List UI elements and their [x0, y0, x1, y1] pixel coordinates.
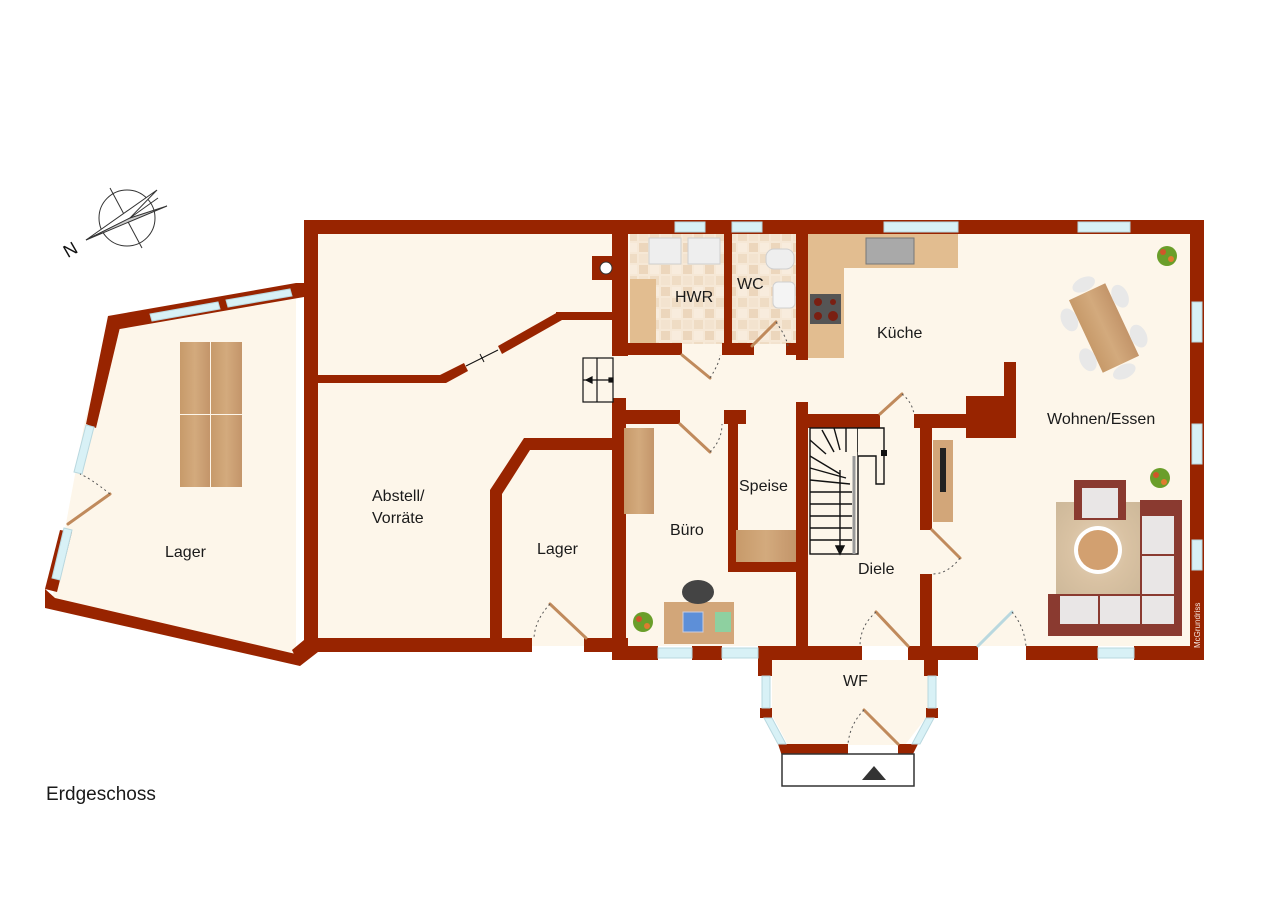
window [883, 221, 959, 233]
window [731, 221, 763, 233]
window [657, 647, 693, 659]
room-label-wf: WF [843, 673, 868, 690]
floor-wf [772, 660, 928, 745]
window [51, 527, 73, 581]
window [1191, 423, 1203, 465]
table [180, 415, 210, 487]
sink [865, 237, 915, 265]
room-label-abstell-line2: Vorräte [372, 510, 424, 527]
floor-title: Erdgeschoss [46, 784, 156, 805]
window [763, 717, 787, 745]
notepad [715, 612, 731, 632]
window [1077, 221, 1131, 233]
doors [66, 320, 1027, 746]
hwr-counter [630, 279, 656, 343]
door-leaf [548, 602, 588, 640]
room-label-diele: Diele [858, 561, 895, 578]
chimney-flue-icon [599, 261, 613, 275]
room-label-hwr: HWR [675, 289, 713, 306]
window [1191, 539, 1203, 571]
pantry-shelf [736, 530, 796, 562]
credit-text: McGrundriss [1193, 603, 1202, 648]
room-label-lager-mid: Lager [537, 541, 579, 558]
room-label-abstell-line1: Abstell/ [372, 488, 425, 505]
floors [52, 234, 1190, 745]
shelf [624, 428, 654, 514]
door-leaf [874, 610, 910, 648]
laptop [682, 611, 704, 633]
entrance-arrow-icon [862, 766, 886, 780]
plant-icon [1150, 468, 1170, 488]
table [211, 415, 242, 487]
window [911, 717, 935, 745]
window [1097, 647, 1135, 659]
door-leaf [66, 492, 112, 526]
room-labels: Lager Abstell/ Vorräte Lager HWR WC Küch… [165, 276, 1155, 690]
window [721, 647, 759, 659]
room-label-wc: WC [737, 276, 764, 293]
sofa [1048, 500, 1182, 636]
room-label-wohnen-essen: Wohnen/Essen [1047, 411, 1155, 428]
table [180, 342, 210, 414]
tv-icon [940, 448, 946, 492]
window [1191, 301, 1203, 343]
window [225, 288, 293, 308]
window [73, 424, 95, 475]
windows [51, 221, 1203, 745]
north-arrow-icon [85, 187, 168, 249]
entrance-stoop [781, 753, 915, 787]
room-label-speise: Speise [739, 478, 788, 495]
plant-icon [1157, 246, 1177, 266]
furniture [180, 234, 1182, 787]
staircase [809, 427, 887, 556]
room-label-lager-west: Lager [165, 544, 207, 561]
room-label-buero: Büro [670, 522, 704, 539]
plant-icon [633, 612, 653, 632]
door-leaf [750, 320, 778, 348]
washing-machine [648, 237, 682, 265]
table [211, 342, 242, 414]
door-leaf [862, 708, 900, 746]
window [927, 675, 937, 709]
wash-basin [772, 281, 796, 309]
door-leaf-glass [976, 610, 1014, 648]
dryer [687, 237, 721, 265]
window [149, 301, 221, 322]
toilet [765, 248, 795, 270]
window [761, 675, 771, 709]
north-label: N [60, 238, 81, 262]
office-chair [682, 580, 714, 604]
door-leaf [678, 422, 712, 454]
room-label-kueche: Küche [877, 325, 922, 342]
door-leaf [680, 353, 712, 380]
door-leaf [878, 392, 904, 416]
sliding-door [465, 349, 499, 367]
window [674, 221, 706, 233]
door-leaf [930, 528, 962, 560]
floor-lager-west [52, 292, 296, 655]
attic-ladder [582, 357, 614, 403]
dining-table [1060, 276, 1148, 380]
